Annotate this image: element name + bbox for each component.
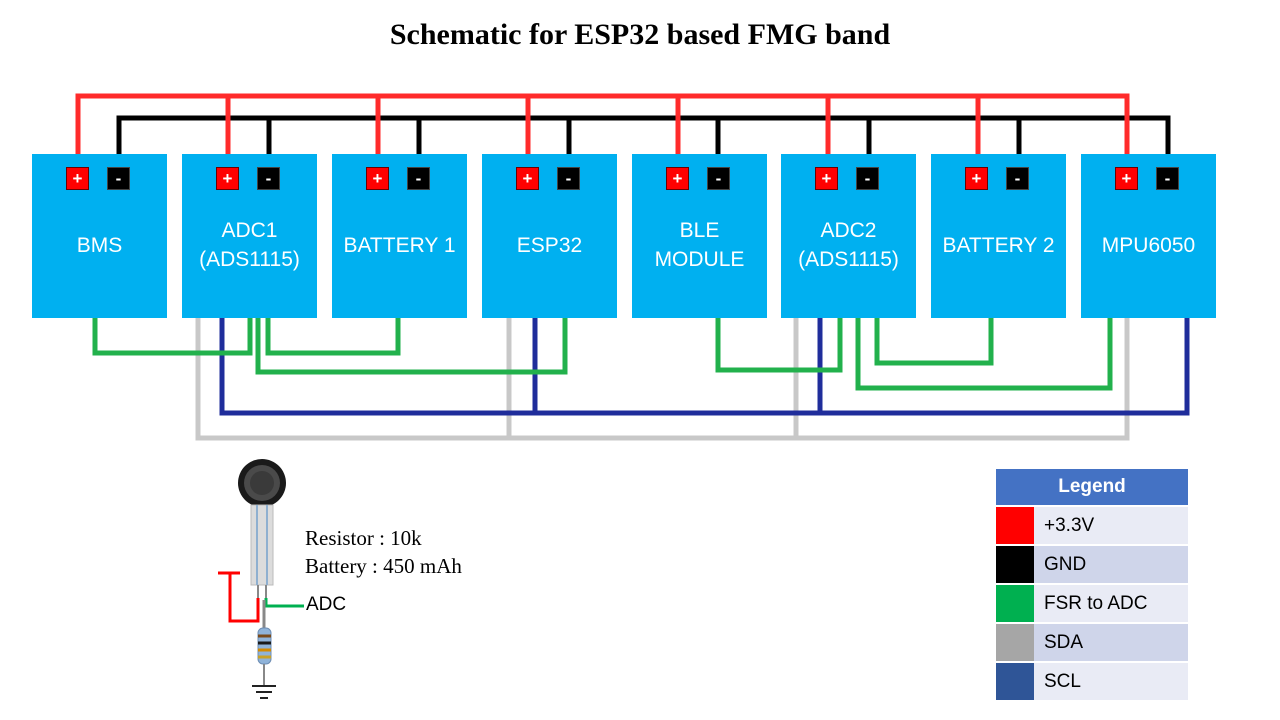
module-esp32: + - ESP32 [482,154,617,318]
fsr-bms-adc1 [92,318,253,356]
module-battery1: + - BATTERY 1 [332,154,467,318]
minus-pin: - [107,167,130,190]
ground-bus [116,115,1171,167]
scl-bus [219,318,1190,416]
plus-pin: + [516,167,539,190]
legend-row-power: +3.3V [996,507,1188,546]
minus-pin: - [1006,167,1029,190]
module-label: BATTERY 2 [942,233,1055,257]
plus-pin: + [815,167,838,190]
resistor [257,627,272,685]
ground-symbol [252,685,276,699]
module-label: BATTERY 1 [343,233,456,257]
minus-pin: - [557,167,580,190]
legend-swatch [996,507,1034,544]
sda-bus [195,318,1130,441]
legend-rows: +3.3V GND FSR to ADC SDA SCL [996,507,1188,702]
fsr-wires [92,318,1113,391]
minus-pin: - [707,167,730,190]
module-mpu6050: + - MPU6050 [1081,154,1216,318]
adc-lead [264,598,304,608]
fsr-esp32-adc1 [255,318,568,375]
minus-pin: - [257,167,280,190]
battery-spec: Battery : 450 mAh [305,554,462,578]
plus-pin: + [965,167,988,190]
plus-pin: + [216,167,239,190]
minus-pin: - [407,167,430,190]
plus-pin: + [66,167,89,190]
legend: Legend +3.3V GND FSR to ADC SDA SCL [996,469,1188,702]
legend-label: FSR to ADC [1034,585,1188,622]
fsr-battery2-adc2 [874,318,994,366]
plus-pin: + [1115,167,1138,190]
module-adc1: + - ADC1 (ADS1115) [182,154,317,318]
module-label: BLE MODULE [654,219,745,271]
module-label: ESP32 [516,233,583,257]
power-bus [75,93,1130,167]
legend-row-sda: SDA [996,624,1188,663]
module-battery2: + - BATTERY 2 [931,154,1066,318]
module-label: ADC2 (ADS1115) [798,219,899,271]
plus-pin: + [366,167,389,190]
legend-row-fsr: FSR to ADC [996,585,1188,624]
fsr-ble-adc2 [715,318,843,373]
module-label: BMS [76,233,123,257]
legend-label: +3.3V [1034,507,1188,544]
module-bms: + - BMS [32,154,167,318]
circuit-specs: Resistor : 10k Battery : 450 mAh [305,524,462,580]
adc-label: ADC [306,594,347,615]
legend-swatch [996,546,1034,583]
legend-title: Legend [996,469,1188,507]
resistor-spec: Resistor : 10k [305,526,422,550]
legend-label: SCL [1034,663,1188,700]
fsr-battery1-adc1 [265,318,401,356]
legend-row-scl: SCL [996,663,1188,702]
scl-wires [219,318,1190,416]
legend-swatch [996,663,1034,700]
module-adc2: + - ADC2 (ADS1115) [781,154,916,318]
module-label: ADC1 (ADS1115) [199,219,300,271]
legend-label: SDA [1034,624,1188,661]
fsr-tail [250,504,274,586]
legend-label: GND [1034,546,1188,583]
sda-wires [195,318,1130,441]
legend-row-ground: GND [996,546,1188,585]
legend-swatch [996,624,1034,661]
minus-pin: - [1156,167,1179,190]
plus-pin: + [666,167,689,190]
fsr-sensor [238,459,286,600]
module-label: MPU6050 [1101,233,1196,257]
minus-pin: - [856,167,879,190]
fsr-mpu-adc2 [855,318,1113,391]
diagram-title: Schematic for ESP32 based FMG band [389,18,891,51]
divider-wires [218,571,304,632]
legend-swatch [996,585,1034,622]
module-ble: + - BLE MODULE [632,154,767,318]
